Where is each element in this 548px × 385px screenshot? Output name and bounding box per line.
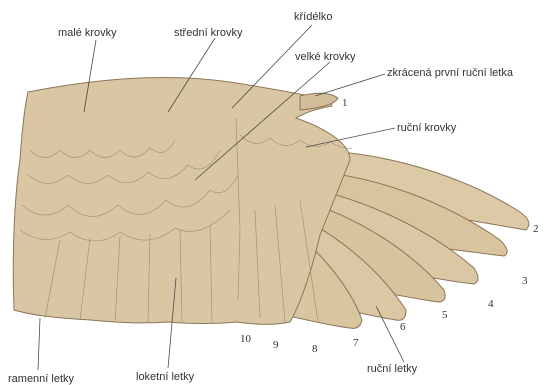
label-ramenni-letky: ramenní letky — [8, 373, 75, 385]
feather-number-10: 10 — [240, 333, 252, 345]
label-zkracena-prvni-rucni-letka: zkrácená první ruční letka — [387, 67, 514, 79]
feather-number-8: 8 — [312, 343, 318, 355]
wing-body — [13, 77, 529, 328]
label-kridelko: křídélko — [294, 11, 333, 23]
feather-number-2: 2 — [533, 223, 539, 235]
feather-number-3: 3 — [522, 275, 528, 287]
label-velke-krovky: velké krovky — [295, 51, 356, 63]
label-stredni-krovky: střední krovky — [174, 27, 243, 39]
alula — [300, 93, 338, 110]
label-rucni-letky: ruční letky — [367, 363, 418, 375]
wing-main-shape — [13, 77, 350, 324]
feather-number-7: 7 — [353, 337, 359, 349]
label-rucni-krovky: ruční krovky — [397, 122, 457, 134]
feather-number-5: 5 — [442, 309, 448, 321]
feather-number-6: 6 — [400, 321, 406, 333]
leader-zkracena-prvni — [315, 74, 385, 96]
label-male-krovky: malé krovky — [58, 27, 117, 39]
label-loketni-letky: loketní letky — [136, 371, 195, 383]
feather-number-9: 9 — [273, 339, 279, 351]
leader-ramenni-letky — [38, 318, 40, 370]
feather-number-1: 1 — [342, 97, 348, 109]
feather-number-4: 4 — [488, 298, 494, 310]
